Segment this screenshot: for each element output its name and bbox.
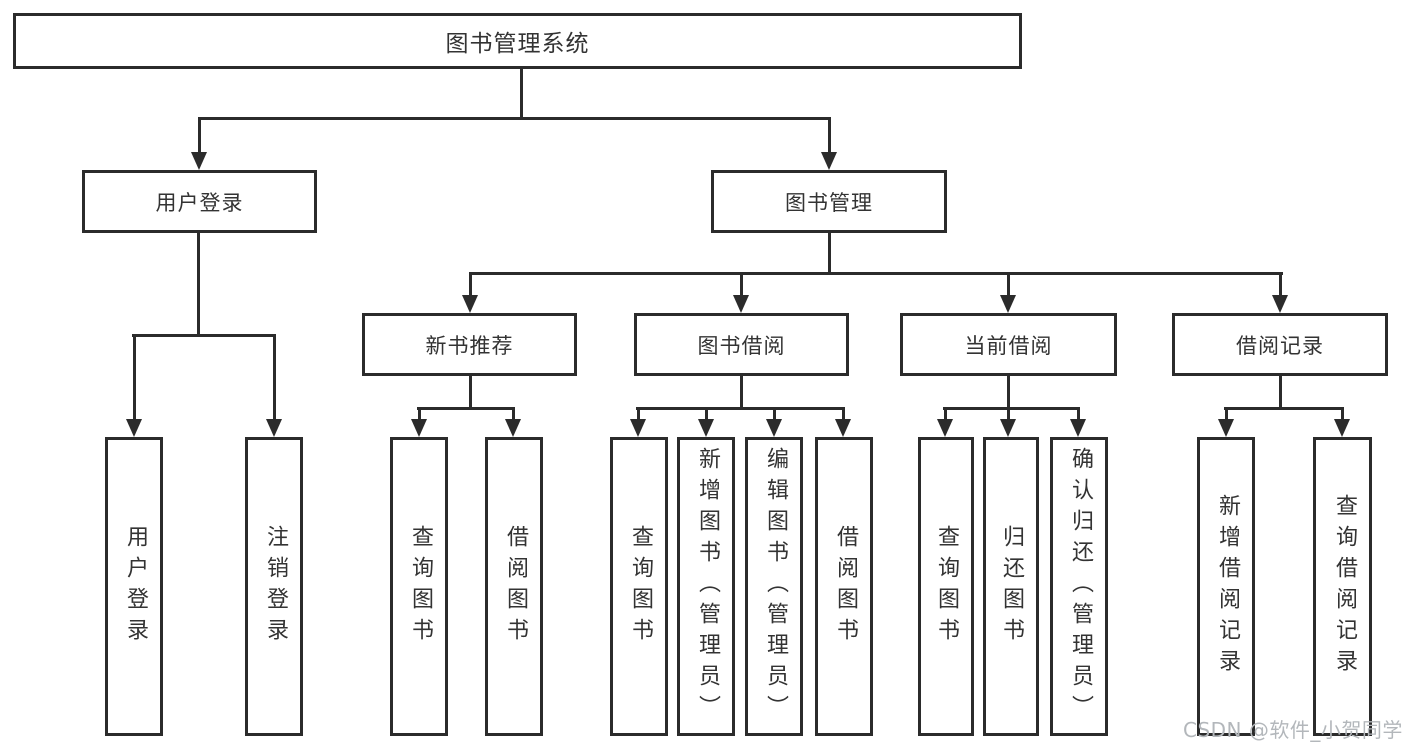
connector-line <box>740 376 743 408</box>
connector-line <box>197 233 200 335</box>
leaf-current-confirm-return-admin: 确认归还（管理员） <box>1050 437 1108 736</box>
leaf-current-query-books: 查询图书 <box>918 437 974 736</box>
connector-line <box>943 407 1080 410</box>
connector-arrowhead <box>937 419 953 437</box>
connector-line <box>520 69 523 118</box>
connector-line <box>636 407 845 410</box>
connector-line <box>828 233 831 273</box>
connector-arrowhead <box>191 152 207 170</box>
node-current-borrow: 当前借阅 <box>900 313 1117 376</box>
connector-arrowhead <box>1070 419 1086 437</box>
leaf-current-return-books: 归还图书 <box>983 437 1039 736</box>
connector-line <box>705 407 708 421</box>
connector-arrowhead <box>821 152 837 170</box>
node-user-login: 用户登录 <box>82 170 317 233</box>
connector-line <box>273 334 276 420</box>
leaf-records-query-record: 查询借阅记录 <box>1313 437 1372 736</box>
connector-line <box>132 334 276 337</box>
connector-line <box>469 376 472 408</box>
connector-arrowhead <box>733 295 749 313</box>
connector-arrowhead <box>1000 419 1016 437</box>
connector-arrowhead <box>505 419 521 437</box>
connector-arrowhead <box>411 419 427 437</box>
connector-line <box>198 117 831 120</box>
connector-line <box>417 407 515 410</box>
leaf-borrow-query-books: 查询图书 <box>610 437 668 736</box>
connector-line <box>469 272 1283 275</box>
connector-line <box>1007 376 1010 408</box>
connector-line <box>198 117 201 154</box>
connector-arrowhead <box>766 419 782 437</box>
connector-arrowhead <box>835 419 851 437</box>
node-book-management: 图书管理 <box>711 170 947 233</box>
connector-arrowhead <box>462 295 478 313</box>
connector-arrowhead <box>698 419 714 437</box>
connector-line <box>1224 407 1344 410</box>
connector-arrowhead <box>126 419 142 437</box>
connector-line <box>1007 272 1010 297</box>
connector-line <box>469 272 472 297</box>
node-root: 图书管理系统 <box>13 13 1022 69</box>
watermark-text: CSDN @软件_小贺同学 <box>1183 718 1403 742</box>
connector-arrowhead <box>266 419 282 437</box>
leaf-borrow-edit-books-admin: 编辑图书（管理员） <box>745 437 803 736</box>
connector-line <box>773 407 776 421</box>
leaf-records-add-record: 新增借阅记录 <box>1197 437 1255 736</box>
leaf-recommend-borrow-books: 借阅图书 <box>485 437 543 736</box>
connector-arrowhead <box>630 419 646 437</box>
connector-line <box>944 407 947 421</box>
leaf-user-login: 用户登录 <box>105 437 163 736</box>
node-new-book-recommend: 新书推荐 <box>362 313 577 376</box>
connector-line <box>828 117 831 154</box>
leaf-logout: 注销登录 <box>245 437 303 736</box>
connector-line <box>1279 376 1282 408</box>
connector-line <box>1077 407 1080 421</box>
connector-line <box>512 407 515 421</box>
leaf-borrow-borrow-books: 借阅图书 <box>815 437 873 736</box>
connector-line <box>1225 407 1228 421</box>
connector-arrowhead <box>1272 295 1288 313</box>
leaf-borrow-add-books-admin: 新增图书（管理员） <box>677 437 735 736</box>
connector-line <box>842 407 845 421</box>
connector-line <box>740 272 743 297</box>
connector-line <box>133 334 136 420</box>
node-borrow-records: 借阅记录 <box>1172 313 1388 376</box>
leaf-recommend-query-books: 查询图书 <box>390 437 448 736</box>
connector-arrowhead <box>1000 295 1016 313</box>
connector-line <box>1279 272 1282 297</box>
connector-arrowhead <box>1334 419 1350 437</box>
connector-line <box>418 407 421 421</box>
connector-line <box>1341 407 1344 421</box>
connector-line <box>637 407 640 421</box>
node-book-borrow: 图书借阅 <box>634 313 849 376</box>
connector-arrowhead <box>1218 419 1234 437</box>
connector-line <box>1007 407 1010 421</box>
